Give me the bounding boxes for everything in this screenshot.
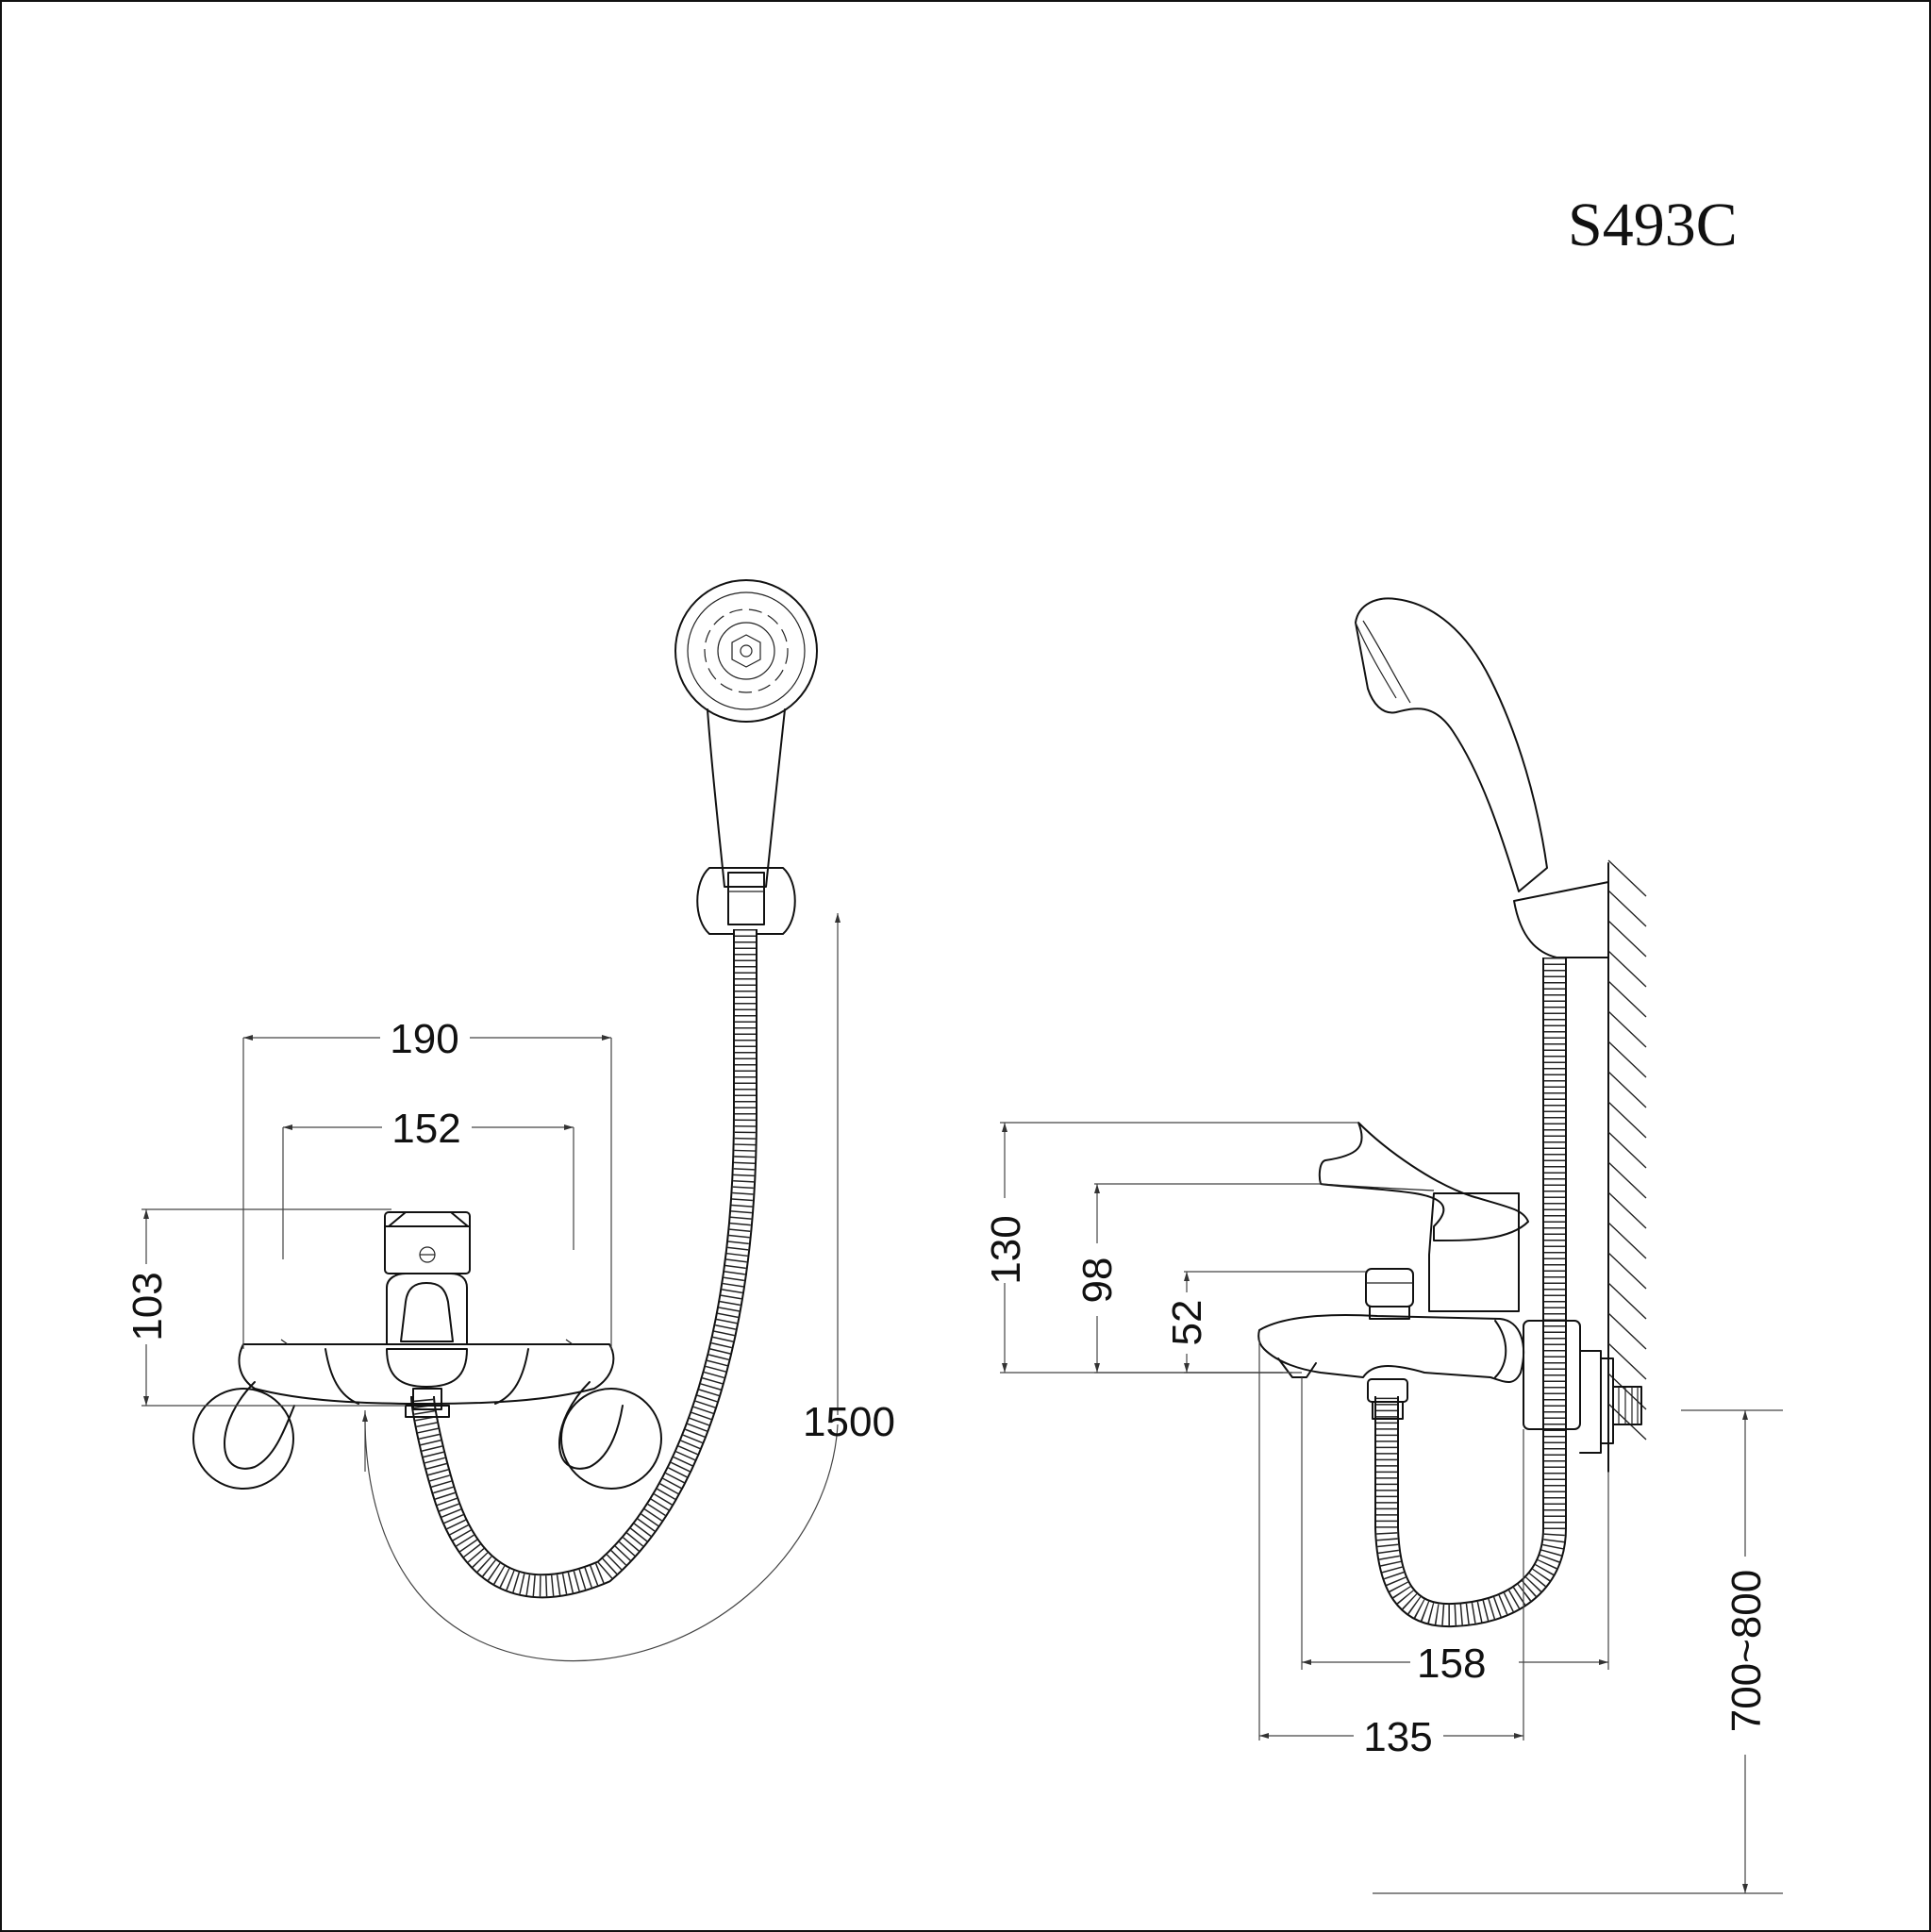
wall-hatch-line	[1607, 890, 1647, 927]
wall-hatch-line	[1607, 1131, 1647, 1169]
wall-hatch-line	[1607, 1041, 1647, 1078]
dim-700-800-label: 700~800	[1723, 1570, 1770, 1733]
dim-98: 98	[1074, 1183, 1321, 1374]
mixer-body-front	[192, 1211, 662, 1490]
dim-135-label: 135	[1363, 1714, 1432, 1760]
dim-103-label: 103	[125, 1272, 171, 1341]
front-view: 190 152 103 1500	[125, 579, 895, 1662]
shower-head-side	[1355, 597, 1609, 958]
wall-hatch-line	[1607, 920, 1647, 958]
hose-front	[410, 929, 757, 1599]
wall-hatch-line	[1607, 1312, 1647, 1350]
wall-hatch-line	[1607, 1282, 1647, 1320]
mixer-body-side	[1257, 1122, 1642, 1454]
wall-hatch-line	[1607, 1101, 1647, 1139]
dim-98-label: 98	[1074, 1257, 1121, 1304]
wall-hatch-line	[1607, 1191, 1647, 1229]
dim-152-label: 152	[391, 1106, 460, 1152]
side-view: 130 98 52 158	[983, 597, 1783, 1894]
model-code: S493C	[1568, 191, 1738, 259]
wall-hatch-line	[1607, 1161, 1647, 1199]
wall-hatch-line	[1607, 1342, 1647, 1380]
dim-135: 135	[1258, 1340, 1524, 1760]
dim-103: 103	[125, 1208, 406, 1407]
wall-hatch-line	[1607, 1403, 1647, 1441]
shower-head-front	[674, 579, 818, 935]
dim-52: 52	[1164, 1271, 1366, 1374]
wall-hatch-line	[1607, 1252, 1647, 1290]
dim-1500-label: 1500	[803, 1399, 895, 1445]
wall-hatch-line	[1607, 859, 1647, 897]
dim-130-label: 130	[983, 1215, 1029, 1284]
dim-158: 158	[1301, 1377, 1609, 1687]
dim-190: 190	[242, 1016, 612, 1349]
dim-700-800: 700~800	[1373, 1409, 1783, 1894]
dim-152: 152	[282, 1106, 574, 1259]
wall-hatch-line	[1607, 1071, 1647, 1108]
dim-1500: 1500	[362, 913, 895, 1662]
wall	[1607, 859, 1647, 1473]
wall-hatch-line	[1607, 950, 1647, 988]
wall-hatch-line	[1607, 980, 1647, 1018]
wall-hatch-line	[1607, 1222, 1647, 1259]
wall-hatch-line	[1607, 1373, 1647, 1410]
dim-52-label: 52	[1164, 1300, 1210, 1346]
dim-130: 130	[983, 1122, 1358, 1374]
hose-side	[1374, 958, 1567, 1628]
wall-hatch-line	[1607, 1010, 1647, 1048]
dim-158-label: 158	[1417, 1641, 1486, 1687]
dim-190-label: 190	[390, 1016, 458, 1062]
